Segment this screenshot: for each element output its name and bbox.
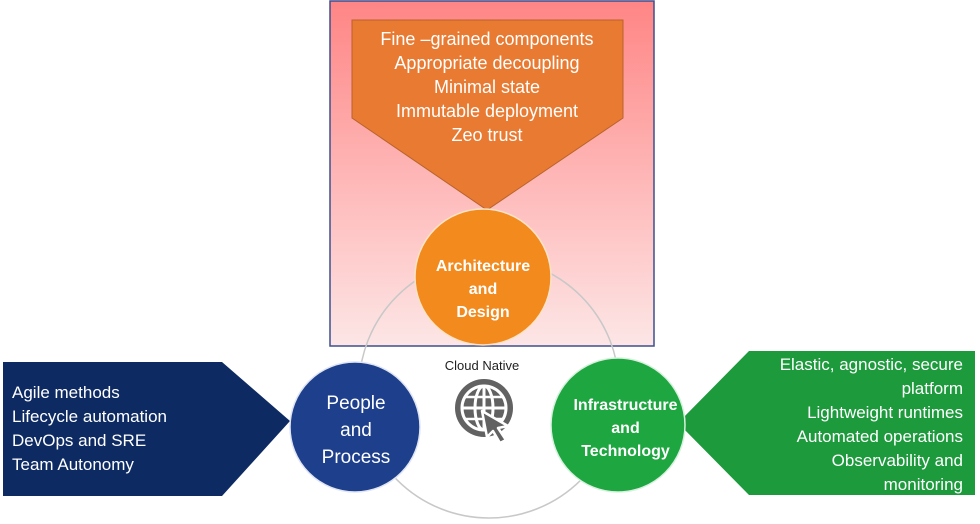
label-line: People <box>326 393 386 414</box>
label-line: and <box>611 420 640 437</box>
list-item: Zeo trust <box>451 125 523 145</box>
architecture-circle-label: Architecture and Design <box>417 255 549 324</box>
list-item: Fine –grained components <box>380 29 594 49</box>
list-item: Lifecycle automation <box>12 407 167 426</box>
people-practices-list: Agile methods Lifecycle automation DevOp… <box>12 381 272 477</box>
infrastructure-circle <box>550 357 686 493</box>
list-item: Immutable deployment <box>395 101 579 121</box>
label-line: Technology <box>581 443 670 460</box>
list-item: monitoring <box>883 475 963 494</box>
architecture-banner <box>351 19 624 211</box>
label-line: Design <box>456 304 510 321</box>
infrastructure-banner <box>678 351 975 495</box>
list-item: Team Autonomy <box>12 455 134 474</box>
list-item: platform <box>901 379 963 398</box>
architecture-principles-list: Fine –grained components Appropriate dec… <box>352 27 622 147</box>
list-item: DevOps and SRE <box>12 431 147 450</box>
list-item: Appropriate decoupling <box>394 53 580 73</box>
globe-cursor-icon <box>455 379 513 445</box>
label-line: and <box>468 281 498 298</box>
architecture-circle <box>414 208 552 346</box>
label-line: and <box>340 420 372 441</box>
people-circle-label: People and Process <box>292 390 420 471</box>
list-item: Agile methods <box>12 383 120 402</box>
list-item: Elastic, agnostic, secure <box>779 355 963 374</box>
people-banner <box>3 362 290 496</box>
label-line: Architecture <box>435 258 531 275</box>
label-line: Process <box>321 447 391 468</box>
infrastructure-capabilities-list: Elastic, agnostic, secure platform Light… <box>700 353 963 497</box>
list-item: Lightweight runtimes <box>807 403 963 422</box>
list-item: Automated operations <box>796 427 963 446</box>
list-item: Observability and <box>831 451 963 470</box>
people-circle <box>289 361 421 493</box>
list-item: Minimal state <box>433 77 541 97</box>
infrastructure-circle-label: Infrastructure and Technology <box>553 394 698 463</box>
label-line: Infrastructure <box>573 397 678 414</box>
cloud-native-label: Cloud Native <box>444 358 520 373</box>
